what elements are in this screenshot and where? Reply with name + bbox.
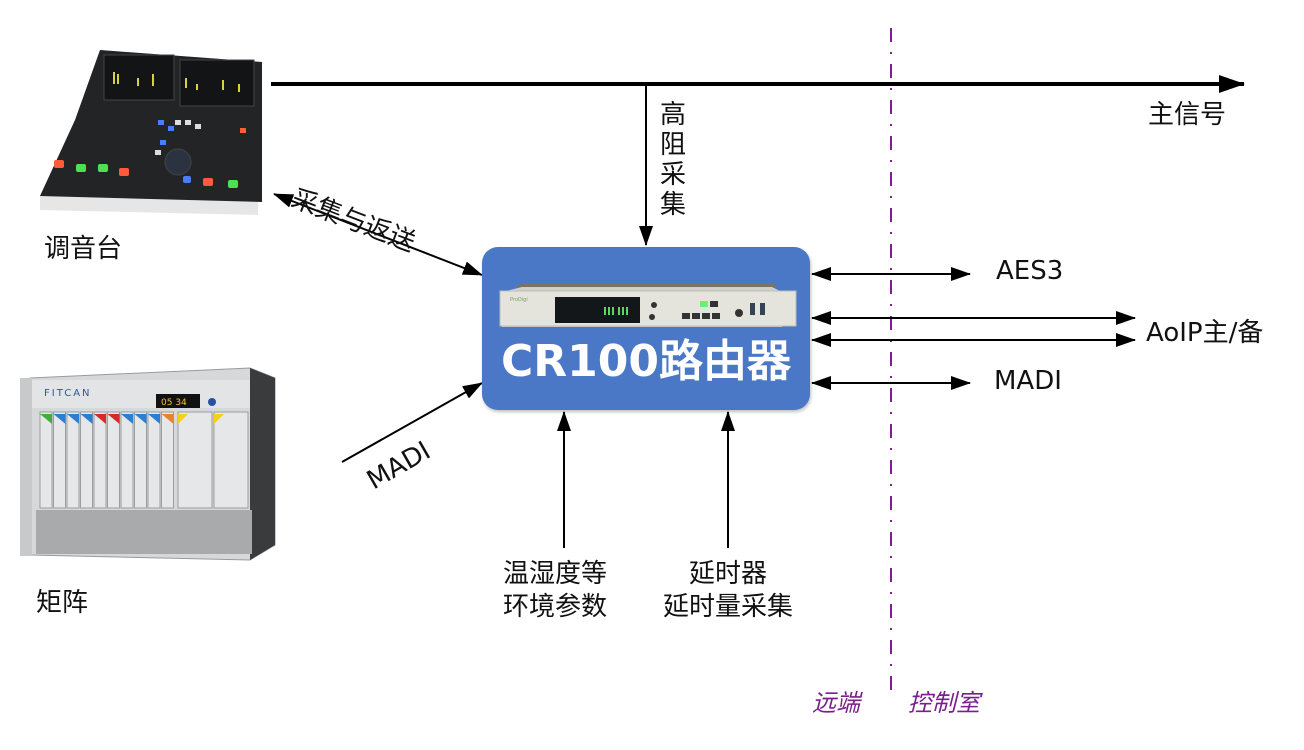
matrix-card-tab: [161, 414, 174, 424]
matrix-card: [107, 411, 120, 509]
console-label: 调音台: [44, 234, 123, 264]
env-sensor-line-2: 环境参数: [503, 592, 608, 622]
tap-char-3: 采: [659, 160, 686, 190]
router-box: ProDigi CR100路由器: [482, 247, 810, 410]
matrix-power-card: [177, 411, 213, 509]
matrix-power-card: [213, 411, 249, 509]
matrix-vent-grille: [36, 510, 252, 554]
matrix-image: FITCAN 05 34: [20, 367, 276, 561]
matrix-card-tab: [67, 414, 79, 424]
env-sensor-line-1: 温湿度等: [503, 559, 608, 589]
delay-unit-line-1: 延时器: [688, 559, 767, 589]
zone-control-room-label: 控制室: [908, 689, 980, 717]
matrix-card-tab: [53, 414, 66, 424]
matrix-card: [66, 411, 80, 509]
matrix-display-text: 05 34: [161, 398, 187, 408]
console-link-arrow: [273, 193, 483, 276]
aoip-label: AoIP主/备: [1146, 318, 1264, 348]
matrix-card: [80, 411, 93, 509]
matrix-link-arrow: [341, 382, 483, 463]
tap-char-2: 阻: [659, 130, 686, 160]
matrix-card-tab: [121, 414, 133, 424]
high-impedance-tap-label: 高 阻 采 集: [658, 100, 688, 220]
delay-unit-label: 延时器 延时量采集: [648, 558, 808, 624]
console-screen-right: [179, 59, 255, 107]
matrix-card: [120, 411, 134, 509]
console-screen-left: [103, 54, 175, 101]
console-buttons: [54, 120, 246, 188]
matrix-card-tab: [80, 414, 93, 424]
matrix-card: [134, 411, 147, 509]
router-device-image: ProDigi: [499, 283, 797, 327]
main-signal-label: 主信号: [1148, 100, 1227, 130]
delay-unit-line-2: 延时量采集: [662, 592, 793, 622]
router-title: CR100路由器: [500, 336, 792, 387]
router-brand-text: ProDigi: [510, 297, 528, 303]
tap-char-4: 集: [659, 190, 686, 220]
matrix-card: [39, 411, 53, 509]
env-sensor-label: 温湿度等 环境参数: [503, 558, 607, 624]
aes3-label: AES3: [996, 256, 1064, 286]
madi-out-label: MADI: [994, 366, 1062, 396]
matrix-card-tab: [214, 414, 224, 424]
matrix-card: [53, 411, 66, 509]
matrix-card-tab: [40, 414, 52, 424]
matrix-card-tab: [94, 414, 106, 424]
tap-char-1: 高: [659, 100, 686, 130]
matrix-card-tab: [107, 414, 120, 424]
matrix-card-tab: [134, 414, 147, 424]
matrix-brand-text: FITCAN: [44, 388, 92, 399]
zone-remote-label: 远端: [812, 689, 860, 717]
console-image: [40, 50, 262, 215]
matrix-card: [93, 411, 107, 509]
matrix-card-tab: [178, 414, 188, 424]
matrix-card: [147, 411, 161, 509]
matrix-card-tab: [148, 414, 160, 424]
matrix-card: [161, 411, 174, 509]
matrix-label: 矩阵: [36, 588, 89, 618]
